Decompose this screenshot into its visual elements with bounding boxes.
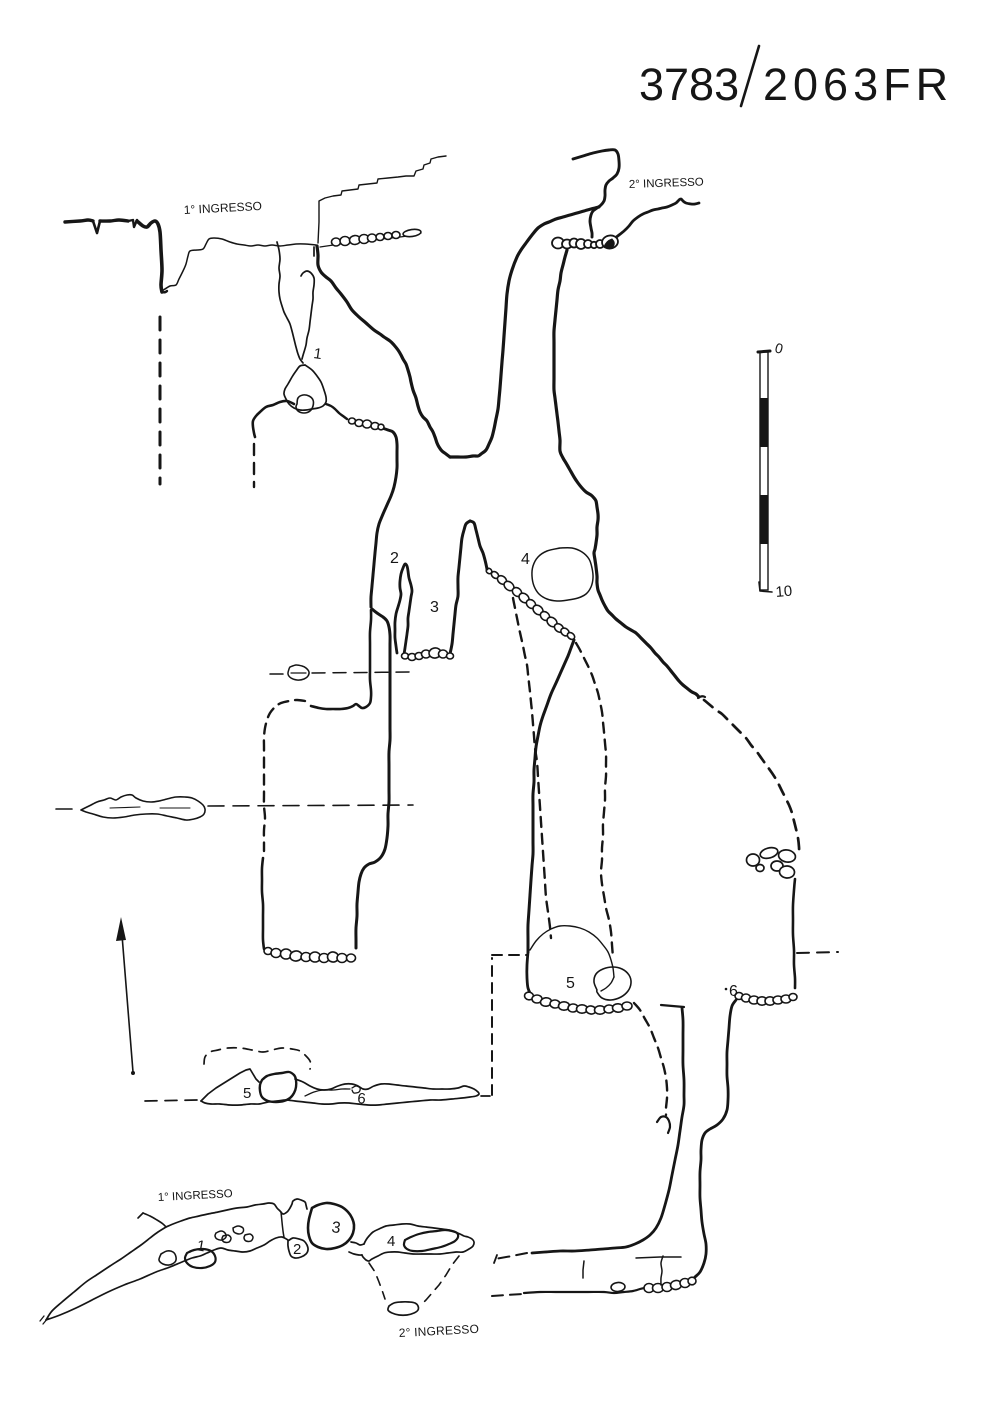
svg-text:3: 3 [430, 599, 439, 616]
svg-text:2: 2 [293, 1241, 301, 1258]
svg-text:1° INGRESSO: 1° INGRESSO [158, 1188, 233, 1204]
svg-text:10: 10 [775, 583, 793, 601]
svg-text:3783: 3783 [639, 59, 739, 110]
svg-text:1° INGRESSO: 1° INGRESSO [183, 199, 262, 217]
svg-text:1: 1 [312, 345, 323, 363]
svg-text:2° INGRESSO: 2° INGRESSO [629, 176, 704, 191]
svg-text:5: 5 [243, 1085, 251, 1102]
svg-text:3: 3 [330, 1219, 341, 1237]
svg-text:2: 2 [390, 550, 399, 567]
svg-text:5: 5 [566, 975, 575, 992]
svg-text:1: 1 [195, 1237, 206, 1255]
svg-text:4: 4 [387, 1233, 395, 1250]
svg-text:2° INGRESSO: 2° INGRESSO [398, 1322, 479, 1340]
svg-text:6: 6 [729, 983, 738, 1000]
svg-text:6: 6 [357, 1090, 367, 1108]
svg-text:2063FR: 2063FR [763, 59, 953, 110]
svg-text:0: 0 [773, 339, 785, 357]
svg-text:4: 4 [521, 551, 530, 568]
